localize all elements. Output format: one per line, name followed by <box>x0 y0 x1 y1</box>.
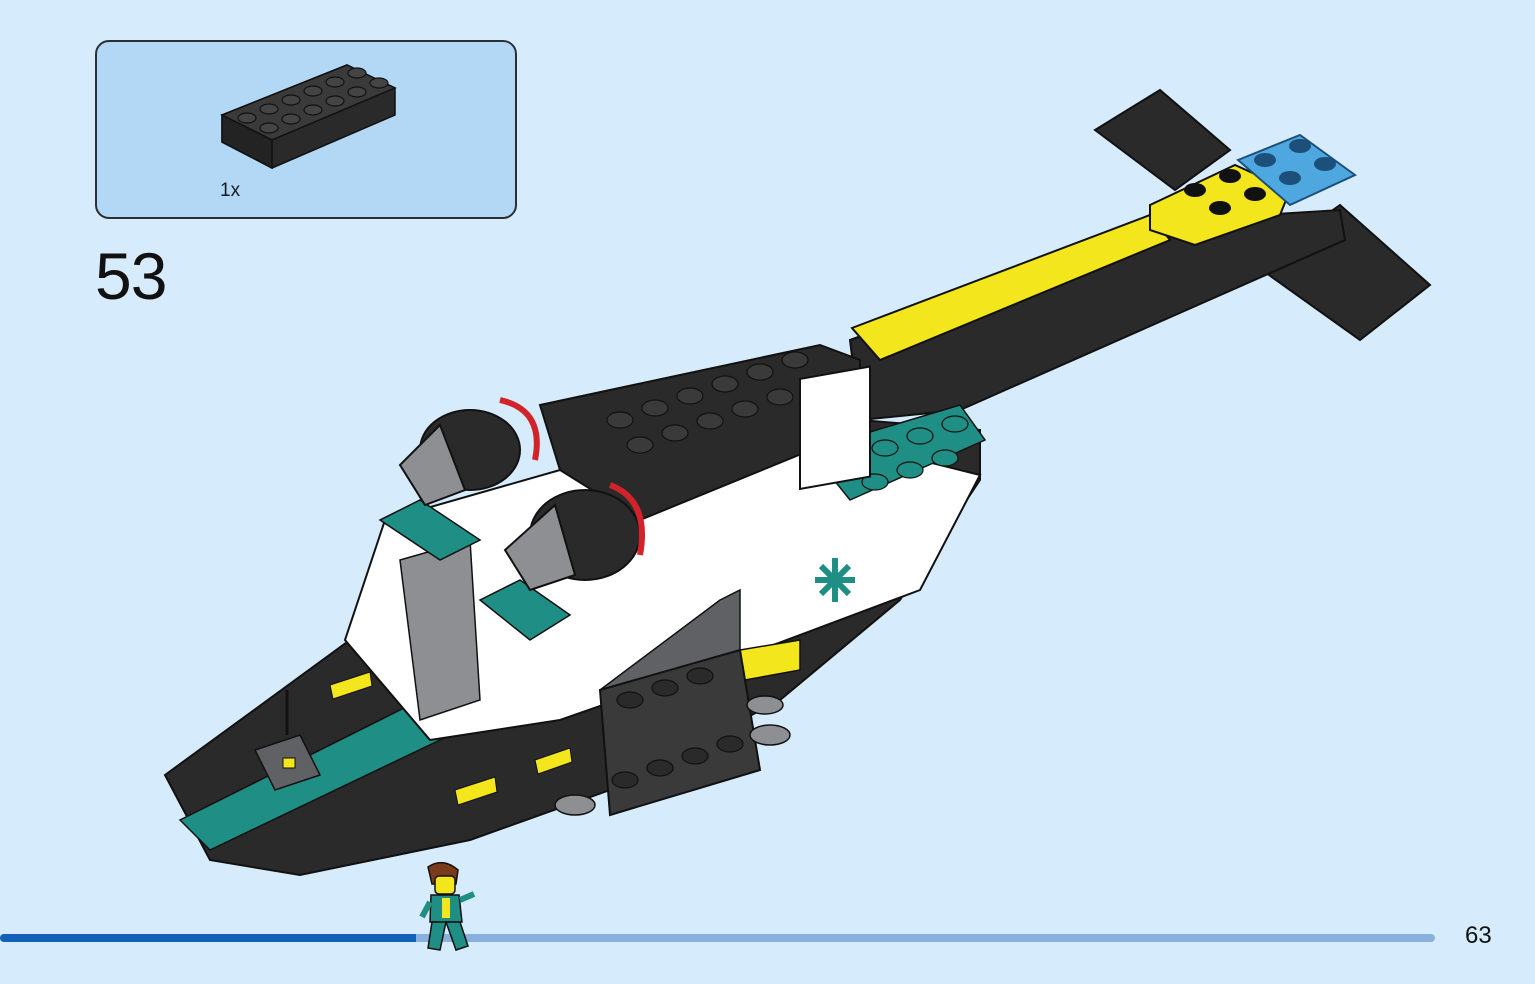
step-number: 53 <box>95 239 167 313</box>
page-progress-fill <box>0 934 416 942</box>
brick-2x6-icon <box>220 64 397 170</box>
page-number: 63 <box>1465 922 1492 949</box>
part-quantity: 1x <box>220 180 241 201</box>
minifigure-runner-icon <box>419 862 476 951</box>
parts-callout-box: 1x <box>95 40 517 219</box>
page-progress-bar <box>0 934 1435 942</box>
